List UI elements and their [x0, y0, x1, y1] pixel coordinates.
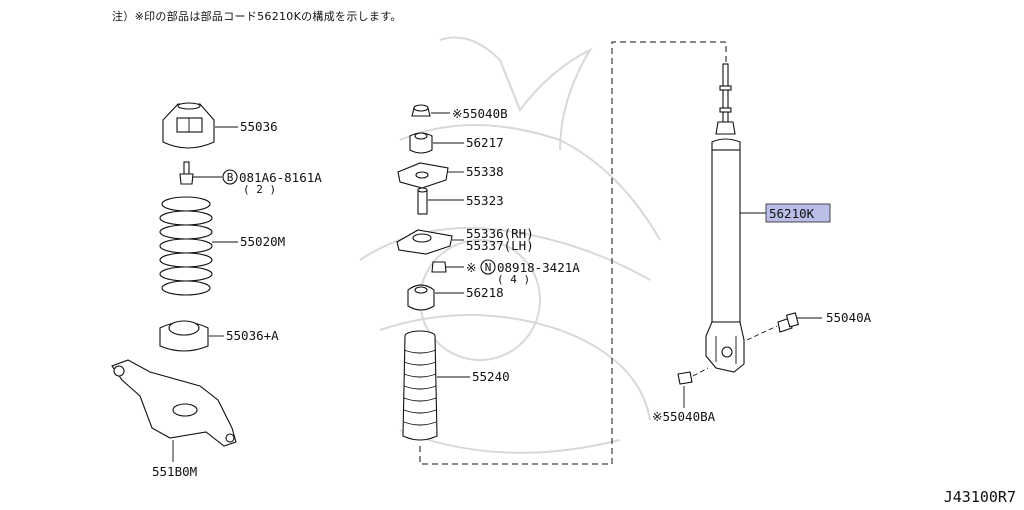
label-55036a[interactable]: 55036+A — [226, 328, 279, 343]
label-55040a[interactable]: 55040A — [826, 310, 872, 325]
label-55036[interactable]: 55036 — [240, 119, 278, 134]
part-55040ba-nut[interactable] — [677, 371, 693, 385]
part-55036-spring-seat[interactable] — [162, 102, 215, 149]
part-55323-spacer[interactable] — [417, 187, 428, 215]
bolt-symbol-letter: B — [227, 171, 234, 184]
part-55338-plate[interactable] — [397, 162, 449, 189]
label-081a6-qty: ( 2 ) — [243, 183, 276, 196]
part-081a6-bolt[interactable] — [179, 161, 194, 185]
label-56217[interactable]: 56217 — [466, 135, 504, 150]
part-55036a-lower-seat[interactable] — [159, 320, 209, 352]
part-55240-dust-boot[interactable] — [402, 330, 438, 441]
label-55240[interactable]: 55240 — [472, 369, 510, 384]
part-551b0m-lower-arm[interactable] — [111, 359, 237, 447]
diagram-reference: J43100R7 — [943, 488, 1016, 506]
label-56210k[interactable]: 56210K — [769, 206, 815, 221]
label-55040b[interactable]: ※55040B — [452, 106, 508, 121]
part-56218-bump-stop[interactable] — [407, 284, 435, 311]
highlight-56210k — [765, 203, 831, 223]
label-081a6[interactable]: 081A6-8161A — [239, 170, 322, 185]
label-55338[interactable]: 55338 — [466, 164, 504, 179]
bolt-symbol-circle — [222, 169, 238, 185]
label-55336[interactable]: 55336(RH) — [466, 226, 534, 241]
label-55337[interactable]: 55337(LH) — [466, 238, 534, 253]
label-08918-qty: ( 4 ) — [497, 273, 530, 286]
diagram-note: 注）※印の部品は部品コード56210Kの構成を示します。 — [112, 10, 402, 23]
axis-55040ba — [692, 367, 709, 377]
watermark-emblem — [359, 36, 661, 454]
label-56218[interactable]: 56218 — [466, 285, 504, 300]
part-55336-mount[interactable] — [396, 229, 453, 255]
assembly-dashed-frame — [419, 41, 727, 465]
label-55020m[interactable]: 55020M — [240, 234, 285, 249]
part-08918-nut[interactable] — [431, 261, 447, 273]
part-55040a-bolt[interactable] — [777, 312, 800, 333]
part-55020m-coil-spring[interactable] — [159, 196, 213, 296]
label-551b0m[interactable]: 551B0M — [152, 464, 197, 479]
part-56210k-shock-absorber[interactable] — [705, 63, 745, 373]
label-08918-prefix: ※ — [466, 260, 476, 275]
nut-symbol-letter: N — [485, 261, 492, 274]
label-08918[interactable]: 08918-3421A — [497, 260, 580, 275]
part-56217-bushing[interactable] — [409, 132, 433, 154]
axis-55040a — [746, 325, 778, 341]
label-55323[interactable]: 55323 — [466, 193, 504, 208]
label-55040ba[interactable]: ※55040BA — [652, 409, 716, 424]
part-55040b-nut[interactable] — [411, 104, 431, 117]
nut-symbol-circle — [480, 259, 496, 275]
